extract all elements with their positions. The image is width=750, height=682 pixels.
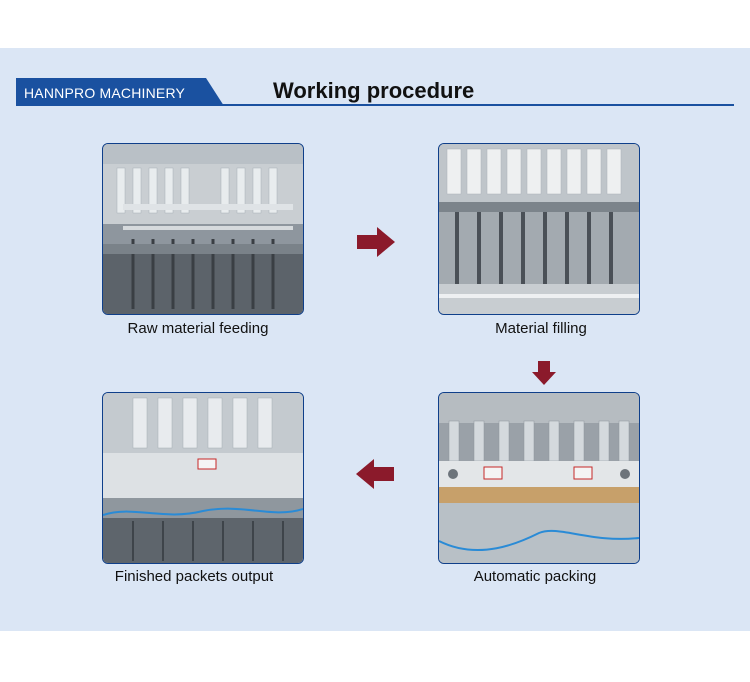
page-title: Working procedure [273, 78, 475, 103]
step-caption-finished-packets-output: Finished packets output [114, 568, 274, 585]
automatic-packing-photo [438, 392, 640, 564]
arrow-left-icon [356, 459, 394, 489]
step-caption-raw-material-feeding: Raw material feeding [127, 320, 269, 337]
finished-packets-output-photo [102, 392, 304, 564]
material-filling-photo [438, 143, 640, 315]
arrow-down-icon [532, 361, 556, 385]
raw-material-feeding-photo [102, 143, 304, 315]
brand-banner: HANNPRO MACHINERY [16, 78, 224, 106]
step-caption-automatic-packing: Automatic packing [473, 568, 597, 585]
step-caption-material-filling: Material filling [495, 320, 587, 337]
arrow-right-icon [357, 227, 395, 257]
brand-name: HANNPRO MACHINERY [24, 85, 186, 101]
header-rule [16, 104, 734, 106]
